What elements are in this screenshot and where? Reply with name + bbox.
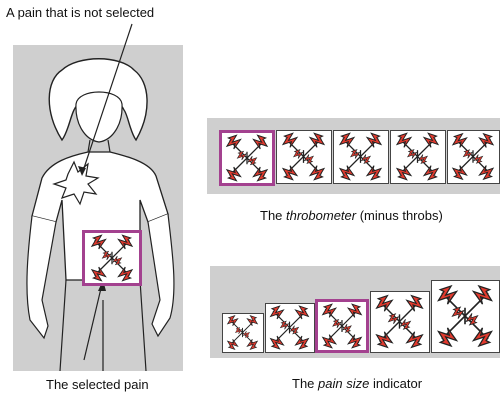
throbometer-caption: The throbometer (minus throbs) <box>260 208 443 223</box>
left-arm <box>27 216 56 338</box>
throbometer-cell-4[interactable] <box>390 130 446 184</box>
pain-lightning-icon <box>432 281 498 351</box>
pain-lightning-icon <box>318 302 366 350</box>
selected-pain-box[interactable] <box>82 230 142 286</box>
pain-lightning-icon <box>223 314 262 351</box>
throbometer-caption-post: (minus throbs) <box>356 208 443 223</box>
pain-lightning-icon <box>371 292 428 351</box>
pain-size-caption: The pain size indicator <box>292 376 422 391</box>
pain-size-caption-post: indicator <box>369 376 422 391</box>
throbometer-cell-2[interactable] <box>276 130 332 184</box>
throbometer-cell-5[interactable] <box>447 130 500 184</box>
pain-lightning-icon <box>448 131 498 182</box>
pain-lightning-icon <box>222 133 272 183</box>
pain-lightning-icon <box>277 131 330 182</box>
right-arm <box>148 214 174 336</box>
throbometer-caption-pre: The <box>260 208 286 223</box>
selected-pain-label: The selected pain <box>46 377 149 392</box>
pain-lightning-icon <box>391 131 444 182</box>
pain-size-cell-3[interactable] <box>315 299 369 353</box>
pain-size-cell-5[interactable] <box>431 280 500 353</box>
throbometer-caption-em: throbometer <box>286 208 356 223</box>
face-outline <box>76 92 122 142</box>
pain-lightning-icon <box>334 131 387 182</box>
pain-size-caption-em: pain size <box>318 376 369 391</box>
throbometer-cell-1[interactable] <box>219 130 275 186</box>
pain-size-caption-pre: The <box>292 376 318 391</box>
legs-outline <box>60 280 146 371</box>
pain-size-cell-1[interactable] <box>222 313 264 353</box>
throbometer-cell-3[interactable] <box>333 130 389 184</box>
pain-size-cell-2[interactable] <box>265 303 315 353</box>
pain-size-cell-4[interactable] <box>370 291 430 353</box>
pain-lightning-icon <box>85 233 139 283</box>
pain-lightning-icon <box>266 304 313 351</box>
